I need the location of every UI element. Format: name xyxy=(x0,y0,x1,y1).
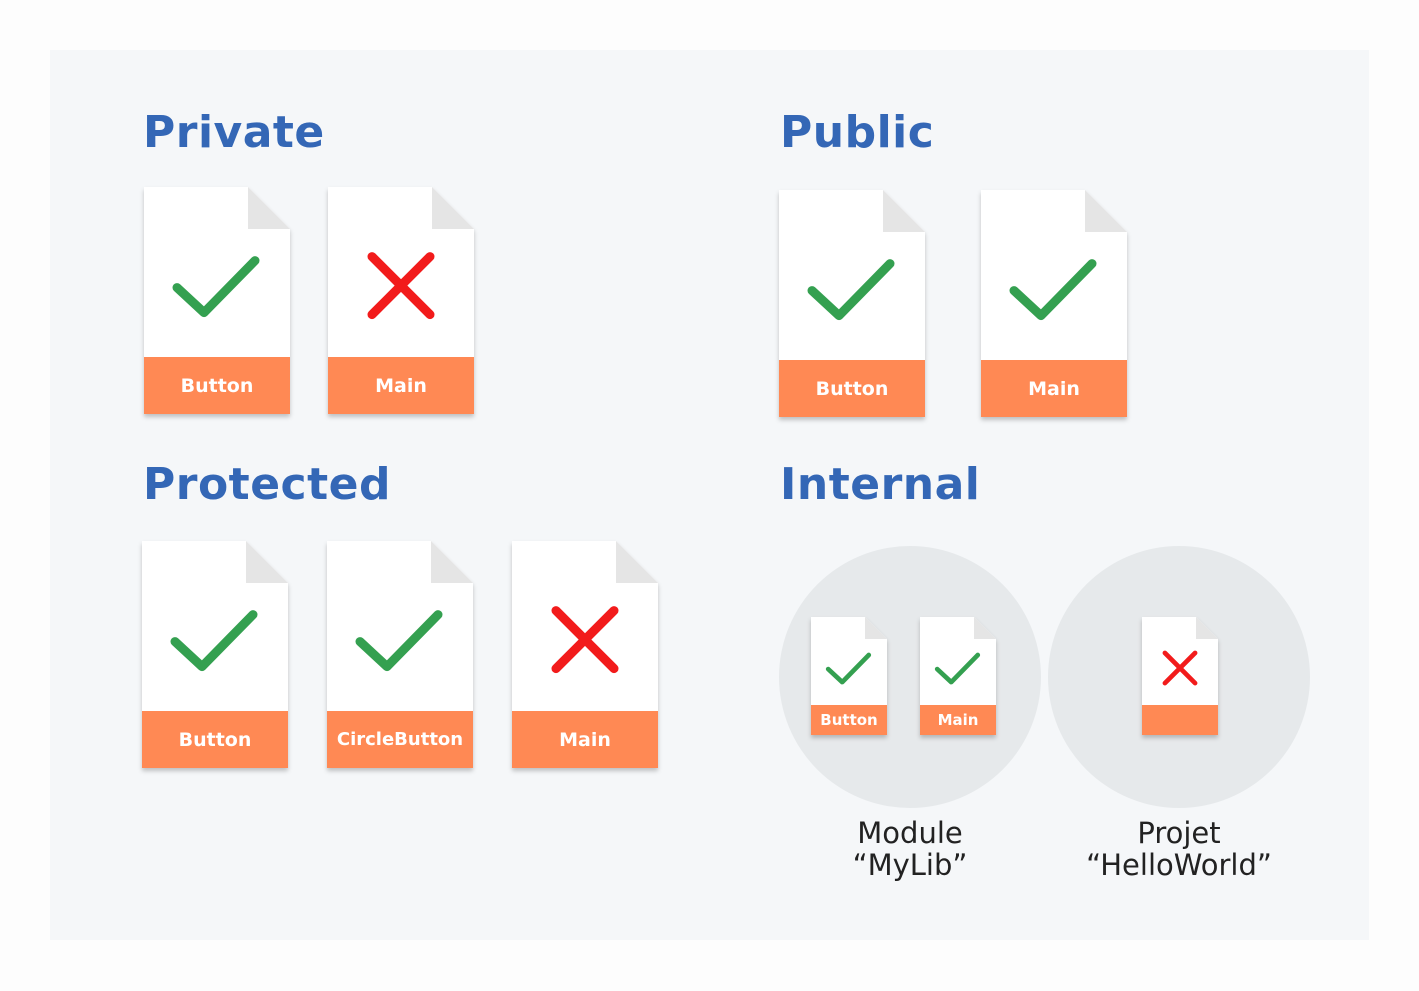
project-caption: Projet “HelloWorld” xyxy=(1048,817,1310,881)
heading-public: Public xyxy=(780,107,935,158)
folded-corner xyxy=(431,541,473,583)
file-label: Main xyxy=(512,711,658,768)
folded-corner xyxy=(432,187,474,229)
folded-corner xyxy=(883,190,925,232)
file-protected-button: Button xyxy=(142,541,288,768)
folded-corner xyxy=(974,617,996,639)
folded-corner xyxy=(616,541,658,583)
file-label xyxy=(1142,705,1218,735)
check-icon xyxy=(1009,259,1097,321)
file-public-button: Button xyxy=(779,190,925,417)
file-label: Main xyxy=(981,360,1127,417)
cross-icon xyxy=(551,606,619,674)
check-icon xyxy=(355,610,443,672)
file-label: Main xyxy=(328,357,474,414)
check-icon xyxy=(170,610,258,672)
check-icon xyxy=(825,652,872,685)
check-icon xyxy=(172,256,260,318)
folded-corner xyxy=(1085,190,1127,232)
file-private-button: Button xyxy=(144,187,290,414)
cross-icon xyxy=(1162,650,1198,686)
file-public-main: Main xyxy=(981,190,1127,417)
file-label: Button xyxy=(142,711,288,768)
file-internal-button: Button xyxy=(811,617,887,735)
module-caption: Module “MyLib” xyxy=(779,817,1041,881)
heading-protected: Protected xyxy=(143,459,392,510)
file-internal-project xyxy=(1142,617,1218,735)
file-label: Button xyxy=(144,357,290,414)
file-label: Button xyxy=(811,705,887,735)
cross-icon xyxy=(367,252,435,320)
module-caption-line2: “MyLib” xyxy=(852,848,968,882)
file-private-main: Main xyxy=(328,187,474,414)
folded-corner xyxy=(1196,617,1218,639)
file-label: Main xyxy=(920,705,996,735)
check-icon xyxy=(807,259,895,321)
project-caption-line2: “HelloWorld” xyxy=(1086,848,1272,882)
file-label: CircleButton xyxy=(327,711,473,768)
file-protected-main: Main xyxy=(512,541,658,768)
file-protected-circlebutton: CircleButton xyxy=(327,541,473,768)
module-caption-line1: Module xyxy=(857,816,963,850)
folded-corner xyxy=(865,617,887,639)
folded-corner xyxy=(246,541,288,583)
heading-private: Private xyxy=(143,107,325,158)
heading-internal: Internal xyxy=(780,459,981,510)
project-caption-line1: Projet xyxy=(1137,816,1221,850)
check-icon xyxy=(934,652,981,685)
file-internal-main: Main xyxy=(920,617,996,735)
file-label: Button xyxy=(779,360,925,417)
folded-corner xyxy=(248,187,290,229)
